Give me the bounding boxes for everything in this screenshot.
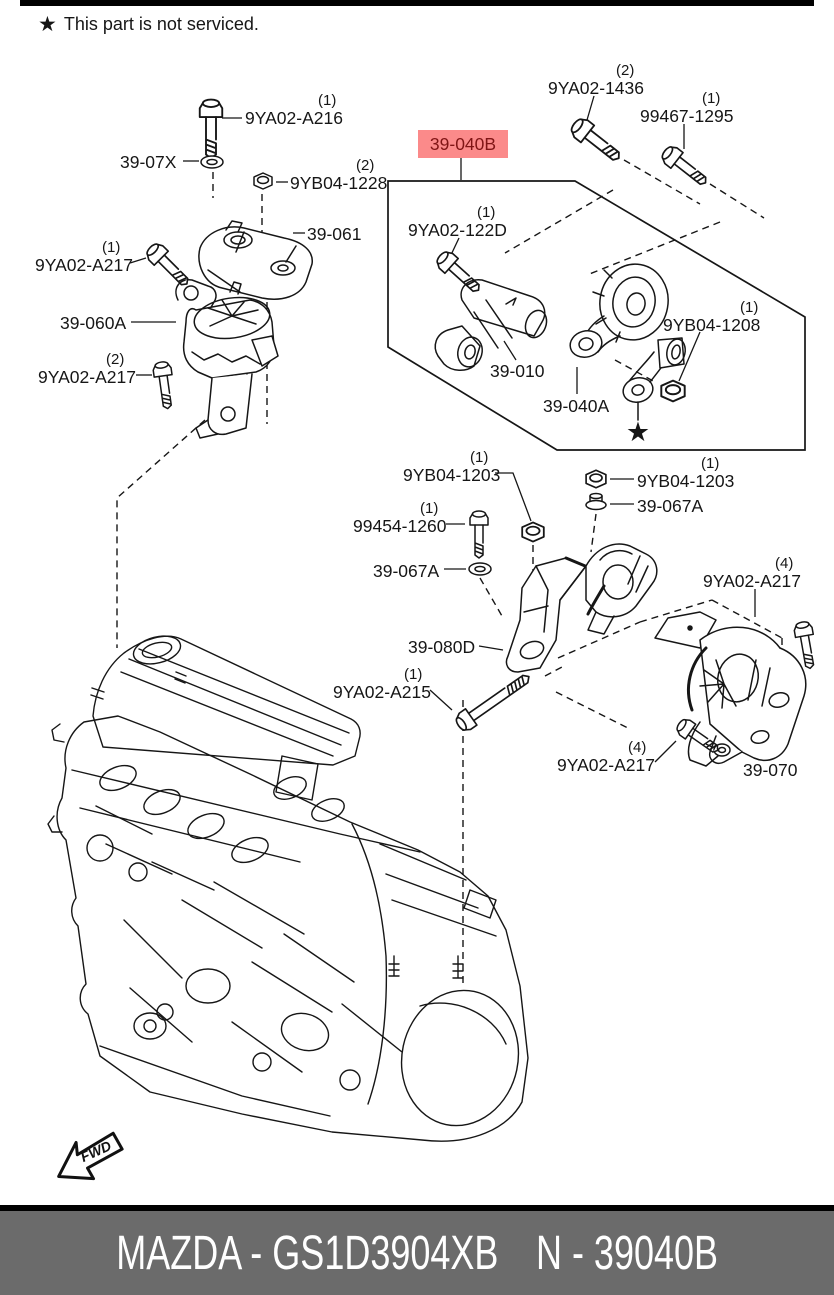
part-39-070-drawing[interactable] (654, 611, 807, 767)
callout-39-067A-L[interactable]: 39-067A (373, 561, 440, 581)
qty-9YA02-122D: (1) (477, 204, 496, 221)
engine-transmission-sketch (47, 635, 529, 1142)
callout-9YB04-1203-R[interactable]: 9YB04-1203 (637, 471, 735, 491)
callout-99454-1260[interactable]: 99454-1260 (353, 516, 447, 536)
qty-9YA02-A215: (1) (404, 666, 423, 683)
top-border-rule (20, 0, 814, 6)
washer-39-067a-left-drawing[interactable] (468, 562, 492, 576)
part-39-060A-drawing[interactable] (175, 279, 279, 439)
part-39-010-drawing[interactable] (434, 279, 550, 371)
qty-99454-1260: (1) (420, 500, 439, 517)
bolt-9ya02-a216-drawing[interactable] (198, 98, 224, 160)
part-39-080D-drawing[interactable] (505, 556, 592, 673)
bolt-9ya02-a217-1-drawing[interactable] (142, 239, 195, 292)
bottom-border-rule (0, 1205, 834, 1211)
not-serviced-notice: ★ This part is not serviced. (38, 14, 259, 35)
callout-39-010[interactable]: 39-010 (490, 361, 545, 381)
star-icon: ★ (38, 13, 57, 36)
callout-9YA02-A215[interactable]: 9YA02-A215 (333, 682, 431, 702)
leader-lines (129, 95, 771, 763)
callout-9YA02-1436[interactable]: 9YA02-1436 (548, 78, 645, 98)
qty-99467-1295: (1) (702, 90, 721, 107)
nut-9yb04-1203-right-drawing[interactable] (585, 469, 607, 489)
callout-9YA02-A217-4B[interactable]: 9YA02-A217 (557, 755, 655, 775)
callout-9YA02-A217-1[interactable]: 9YA02-A217 (35, 255, 133, 275)
part-39-080D-bracket-drawing[interactable] (585, 543, 658, 635)
qty-9YA02-A217-1: (1) (102, 239, 121, 256)
bolt-9ya02-a215-drawing[interactable] (452, 667, 536, 735)
callout-9YA02-A217-2[interactable]: 9YA02-A217 (38, 367, 136, 387)
part-39-040A-drawing[interactable] (567, 259, 674, 361)
assembly-enclosure-box (387, 180, 806, 451)
callout-39-070[interactable]: 39-070 (743, 760, 798, 780)
callout-9YA02-122D[interactable]: 9YA02-122D (408, 220, 507, 240)
qty-9YA02-1436: (2) (616, 62, 635, 79)
footer-bar: MAZDA - GS1D3904XB N - 39040B (0, 1211, 834, 1295)
part-39-040A-link-drawing[interactable] (620, 337, 687, 421)
callout-9YB04-1228[interactable]: 9YB04-1228 (290, 173, 388, 193)
callout-9YB04-1203-L[interactable]: 9YB04-1203 (403, 465, 501, 485)
bolt-9ya02-122d-drawing[interactable] (432, 247, 486, 299)
callout-39-061[interactable]: 39-061 (307, 224, 362, 244)
bolt-9ya02-1436-drawing[interactable] (566, 114, 627, 168)
callout-39-067A-R[interactable]: 39-067A (637, 496, 704, 516)
fwd-arrow: FWD (57, 1131, 124, 1181)
qty-9YB04-1203-L: (1) (470, 449, 489, 466)
notice-text: This part is not serviced. (63, 14, 259, 34)
footer-part-number: N - 39040B (535, 1226, 718, 1280)
callout-39-080D[interactable]: 39-080D (408, 637, 476, 657)
qty-9YB04-1208: (1) (740, 299, 759, 316)
callout-99467-1295[interactable]: 99467-1295 (640, 106, 734, 126)
nut-39-067a-right-drawing[interactable] (585, 492, 607, 511)
callout-9YA02-A216[interactable]: 9YA02-A216 (245, 108, 343, 128)
not-serviced-star-marker: ★ (626, 417, 650, 447)
nut-9yb04-1203-left-drawing[interactable] (521, 521, 545, 543)
nut-9yb04-1228-drawing[interactable] (253, 172, 273, 190)
bolt-99467-1295-drawing[interactable] (657, 142, 713, 192)
qty-9YB04-1203-R: (1) (701, 455, 720, 472)
qty-9YA02-A216: (1) (318, 92, 337, 109)
nut-9yb04-1208-drawing[interactable] (660, 379, 686, 403)
footer-catalog-code: MAZDA - GS1D3904XB (116, 1226, 499, 1280)
callout-39-060A[interactable]: 39-060A (60, 313, 127, 333)
bolt-99454-1260-drawing[interactable] (469, 510, 489, 559)
callout-9YA02-A217-4T[interactable]: 9YA02-A217 (703, 571, 801, 591)
qty-9YA02-A217-2: (2) (106, 351, 125, 368)
callout-39-040B[interactable]: 39-040B (418, 130, 508, 158)
qty-9YA02-A217-4B: (4) (628, 739, 647, 756)
callout-39-040A[interactable]: 39-040A (543, 396, 610, 416)
callout-9YB04-1208[interactable]: 9YB04-1208 (663, 315, 761, 335)
bolt-9ya02-a217-2-drawing[interactable] (151, 360, 178, 411)
callout-39-07X[interactable]: 39-07X (120, 152, 177, 172)
footer-text: MAZDA - GS1D3904XB N - 39040B (116, 1226, 718, 1281)
part-39-061-drawing[interactable] (198, 220, 313, 300)
qty-9YB04-1228: (2) (356, 157, 375, 174)
washer-39-07x-drawing[interactable] (200, 155, 224, 169)
qty-9YA02-A217-4T: (4) (775, 555, 794, 572)
